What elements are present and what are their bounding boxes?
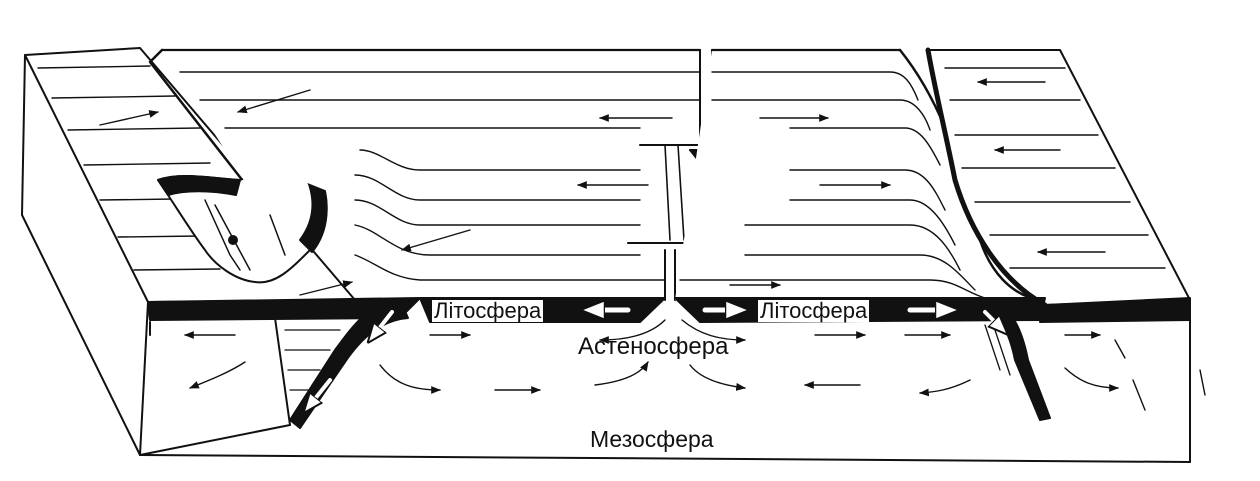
lithosphere-label-left: Літосфера — [432, 298, 544, 323]
mesosphere-label: Мезосфера — [590, 426, 714, 452]
right-subducting-slab — [974, 297, 1051, 421]
mantle-box — [139, 321, 1191, 463]
right-continental-block — [925, 47, 1191, 463]
convection-arrows — [184, 319, 1206, 411]
lithosphere-label-right: Літосфера — [758, 298, 870, 323]
oceanic-plate-left — [160, 48, 702, 300]
oceanic-plate-right — [675, 48, 1042, 302]
asthenosphere-label: Астеносфера — [578, 333, 729, 360]
left-subducting-slab — [274, 299, 409, 429]
